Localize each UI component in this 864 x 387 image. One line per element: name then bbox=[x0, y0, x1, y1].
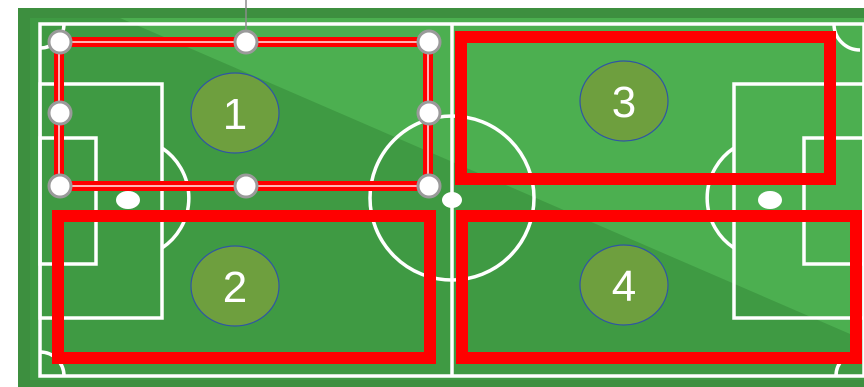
resize-handle-bottom-left-icon[interactable] bbox=[49, 175, 71, 197]
resize-handle-middle-left-icon[interactable] bbox=[49, 102, 71, 124]
resize-handle-bottom-right-icon[interactable] bbox=[418, 175, 440, 197]
zone-1-label: 1 bbox=[223, 90, 247, 139]
zone-2-label: 2 bbox=[223, 263, 247, 312]
zone-3-label: 3 bbox=[612, 78, 636, 127]
resize-handle-top-left-icon[interactable] bbox=[49, 31, 71, 53]
zone-4-label: 4 bbox=[612, 262, 636, 311]
resize-handle-bottom-center-icon[interactable] bbox=[235, 175, 257, 197]
resize-handle-middle-right-icon[interactable] bbox=[418, 102, 440, 124]
resize-handle-top-center-icon[interactable] bbox=[235, 31, 257, 53]
resize-handle-top-right-icon[interactable] bbox=[418, 31, 440, 53]
